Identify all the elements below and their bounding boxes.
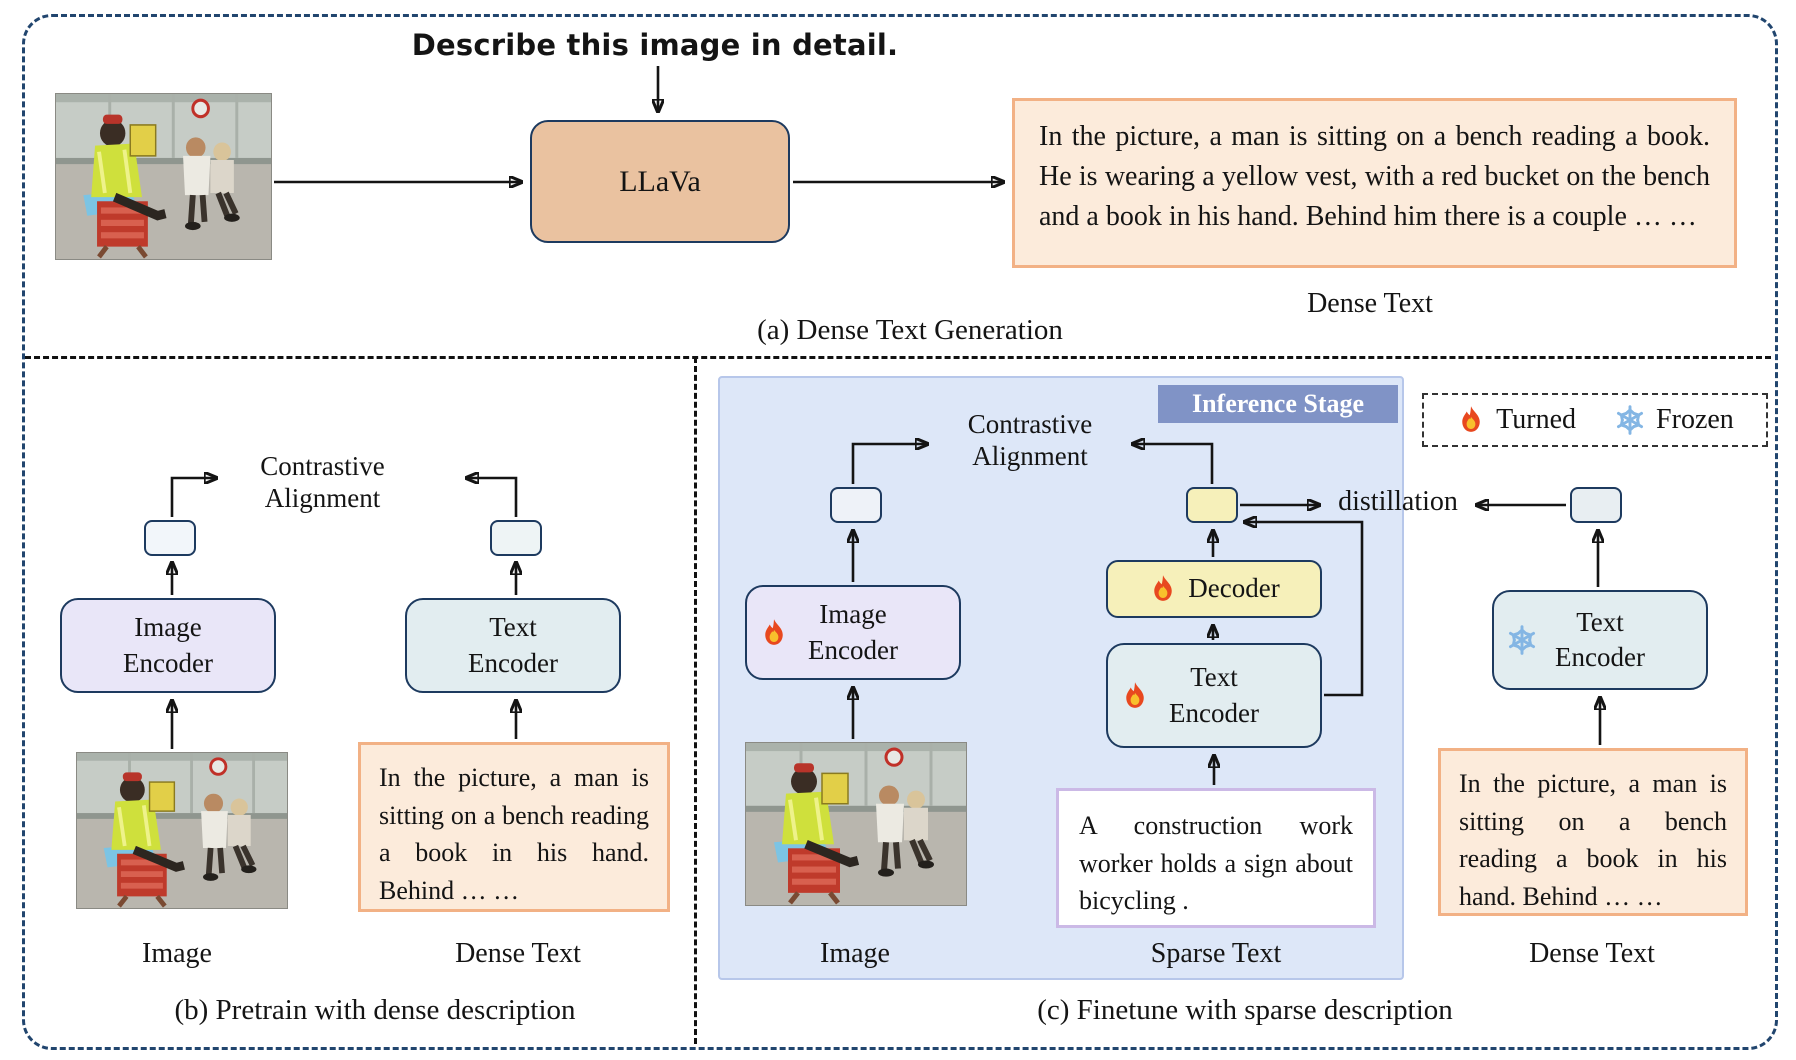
snowflake-icon [1614, 404, 1646, 436]
caption-a: (a) Dense Text Generation [757, 314, 1063, 346]
decoder-box-c: Decoder [1106, 560, 1322, 618]
image-encoder-label-c: Image Encoder [808, 599, 898, 665]
dense-text-box-c: In the picture, a man is sitting on a be… [1438, 748, 1748, 916]
flame-icon [1456, 405, 1486, 435]
llava-label: LLaVa [619, 165, 701, 198]
text-encoder-label-c: Text Encoder [1169, 662, 1259, 728]
llava-box: LLaVa [530, 120, 790, 243]
legend-turned-label: Turned [1496, 404, 1577, 435]
image-encoder-label-b: Image Encoder [123, 612, 213, 678]
decoder-embed-box-c [1186, 487, 1238, 523]
image-embed-box-b [144, 520, 196, 556]
bench-photo [76, 752, 288, 909]
frozen-text-encoder-c: Text Encoder [1492, 590, 1708, 690]
frozen-text-encoder-label-c: Text Encoder [1555, 606, 1645, 672]
text-encoder-c: Text Encoder [1106, 643, 1322, 748]
text-encoder-label-b: Text Encoder [468, 612, 558, 678]
sparse-text-c: A construction work worker holds a sign … [1079, 811, 1353, 916]
dense-text-label-b: Dense Text [455, 938, 581, 969]
contrastive-alignment-label-b: Contrastive Alignment [260, 451, 385, 514]
legend-box: Turned Frozen [1422, 393, 1768, 447]
image-encoder-c: Image Encoder [745, 585, 961, 680]
contrastive-alignment-label-c: Contrastive Alignment [967, 409, 1093, 472]
horizontal-divider [25, 356, 1771, 359]
text-encoder-b: Text Encoder [405, 598, 621, 693]
distillation-label: distillation [1338, 486, 1458, 517]
image-label-c: Image [820, 938, 890, 969]
snowflake-icon [1506, 624, 1538, 656]
image-label-b: Image [142, 938, 212, 969]
legend-frozen-label: Frozen [1656, 404, 1734, 435]
flame-icon [1148, 574, 1178, 604]
dense-text-box-b: In the picture, a man is sitting on a be… [358, 742, 670, 912]
inference-stage-tag: Inference Stage [1158, 385, 1398, 423]
inference-stage-label: Inference Stage [1191, 389, 1365, 418]
flame-icon [1120, 681, 1150, 711]
dense-text-label-c: Dense Text [1529, 938, 1655, 969]
vertical-divider [694, 357, 697, 1044]
dense-text-b: In the picture, a man is sitting on a be… [379, 763, 649, 906]
bench-photo [745, 742, 967, 906]
image-encoder-b: Image Encoder [60, 598, 276, 693]
prompt-text: Describe this image in detail. [411, 28, 899, 62]
sparse-text-label-c: Sparse Text [1150, 938, 1282, 969]
flame-icon [759, 618, 789, 648]
dense-text-box-a: In the picture, a man is sitting on a be… [1012, 98, 1737, 268]
frozen-embed-box-c [1570, 487, 1622, 523]
sparse-text-box-c: A construction work worker holds a sign … [1056, 788, 1376, 928]
caption-b: (b) Pretrain with dense description [174, 994, 576, 1026]
bench-photo [55, 93, 272, 260]
caption-c: (c) Finetune with sparse description [1037, 994, 1453, 1026]
dense-text-label-a: Dense Text [1307, 288, 1433, 319]
text-embed-box-b [490, 520, 542, 556]
image-embed-box-c [830, 487, 882, 523]
dense-text-c: In the picture, a man is sitting on a be… [1459, 769, 1727, 912]
dense-text-a: In the picture, a man is sitting on a be… [1039, 121, 1710, 232]
decoder-label-c: Decoder [1188, 573, 1280, 604]
figure-border [22, 14, 1778, 1050]
